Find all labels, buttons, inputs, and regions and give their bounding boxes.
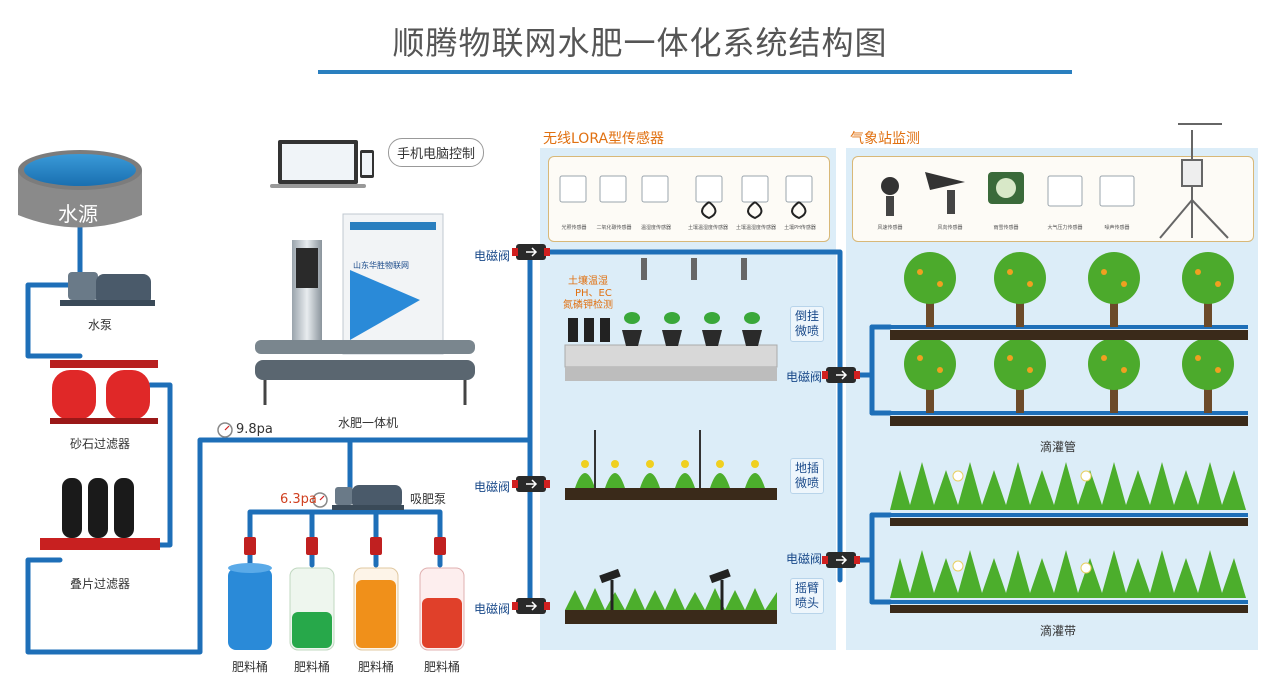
method-ground: 地插 微喷: [790, 458, 824, 494]
lora-sensor-name-4: 土壤温湿度传感器: [687, 225, 728, 231]
lora-sensor-box: [548, 156, 830, 242]
tank-valves: [244, 537, 446, 555]
solenoid-valves: [512, 244, 860, 614]
lora-sensor-name-1: 光照传感器: [561, 225, 587, 231]
method-ground-line2: 微喷: [794, 476, 819, 490]
disc-filter: [40, 478, 160, 550]
page-title: 顺腾物联网水肥一体化系统结构图: [392, 24, 888, 62]
ground-spray-scene: [565, 430, 777, 500]
soil-detect-line1: 土壤温湿: [568, 276, 608, 287]
tank-label-4: 肥料桶: [424, 660, 461, 674]
method-hang-line1: 倒挂: [794, 309, 819, 323]
tank-label-1: 肥料桶: [232, 660, 269, 674]
water-source-tank: [18, 150, 142, 228]
fertigation-machine: [255, 213, 475, 405]
method-rocker-line2: 喷头: [794, 596, 819, 610]
pressure-fert-label: 6.3pa: [280, 492, 317, 507]
phone-icon: [360, 150, 374, 178]
sand-filter-label: 砂石过滤器: [70, 437, 131, 451]
valve-label-5: 电磁阀: [786, 552, 823, 566]
lora-sensor-name-3: 温湿度传感器: [640, 225, 671, 231]
weather-station-icon: [1159, 123, 1229, 239]
method-rocker-line1: 摇臂: [794, 581, 819, 595]
weather-panel-title: 气象站监测: [850, 131, 920, 147]
tank-label-2: 肥料桶: [294, 660, 331, 674]
lora-sensor-icons: [559, 175, 813, 203]
weather-sensor-name-3: 雨雪传感器: [993, 225, 1019, 231]
fertilizer-pump: [332, 485, 404, 510]
pressure-main-label: 9.8pa: [236, 422, 273, 437]
lora-panel-title: 无线LORA型传感器: [543, 131, 665, 147]
lora-sensor-name-6: 土壤PH传感器: [784, 225, 816, 231]
machine-brand: 山东华胜物联网: [353, 260, 409, 270]
lora-sensor-name-5: 土壤温湿度传感器: [735, 225, 776, 231]
sand-filter: [50, 360, 158, 424]
drip-tape-label: 滴灌带: [1040, 624, 1077, 638]
drip-pipe-trees: [890, 252, 1248, 426]
machine-label: 水肥一体机: [338, 416, 399, 430]
valve-label-3: 电磁阀: [474, 602, 511, 616]
method-rocker: 摇臂 喷头: [790, 578, 824, 614]
tank-label-3: 肥料桶: [358, 660, 395, 674]
weather-sensor-name-2: 风向传感器: [937, 225, 963, 231]
valve-label-2: 电磁阀: [474, 480, 511, 494]
fertilizer-tanks: [228, 563, 465, 651]
gauge-fert-icon: [312, 492, 328, 508]
valve-label-1: 电磁阀: [474, 249, 511, 263]
water-pump: [60, 272, 155, 306]
weather-sensor-name-5: 噪声传感器: [1104, 225, 1130, 231]
soil-detect-line3: 氮磷钾检测: [563, 300, 613, 311]
disc-filter-label: 叠片过滤器: [70, 577, 131, 591]
water-source-label: 水源: [58, 202, 98, 226]
laptop-icon: [270, 140, 366, 188]
method-ground-line1: 地插: [794, 461, 819, 475]
rocker-sprinkler-scene: [565, 568, 777, 624]
valve-label-4: 电磁阀: [786, 370, 823, 384]
hanging-spray-scene: [564, 258, 778, 381]
control-bubble: 手机电脑控制: [388, 138, 485, 167]
drip-lines: [890, 325, 1248, 604]
method-hang: 倒挂 微喷: [790, 306, 824, 342]
pump-label: 水泵: [88, 318, 113, 332]
weather-sensor-name-4: 大气压力传感器: [1047, 225, 1083, 231]
lora-sensor-name-2: 二氧化碳传感器: [596, 225, 632, 231]
gauge-main-icon: [217, 422, 233, 438]
title-underline: [318, 70, 1072, 74]
weather-sensor-icons: [881, 172, 1135, 216]
weather-sensor-name-1: 风速传感器: [877, 225, 903, 231]
method-hang-line2: 微喷: [794, 324, 819, 338]
soil-detect-line2: PH、EC: [575, 288, 612, 299]
fert-pump-label: 吸肥泵: [410, 492, 447, 506]
drip-tape-crops: [890, 462, 1248, 613]
drip-pipe-label: 滴灌管: [1040, 440, 1077, 454]
